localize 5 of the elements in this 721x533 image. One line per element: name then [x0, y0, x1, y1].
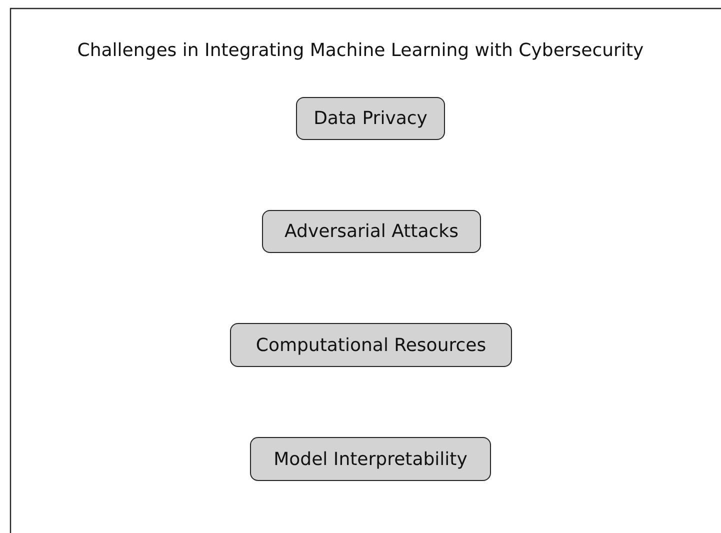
process-box: Adversarial Attacks — [262, 210, 481, 253]
diagram-title: Challenges in Integrating Machine Learning with Cybersecurity — [76, 40, 645, 61]
process-box: Data Privacy — [296, 97, 445, 140]
process-box: Computational Resources — [230, 323, 512, 367]
process-box: Model Interpretability — [250, 437, 491, 481]
